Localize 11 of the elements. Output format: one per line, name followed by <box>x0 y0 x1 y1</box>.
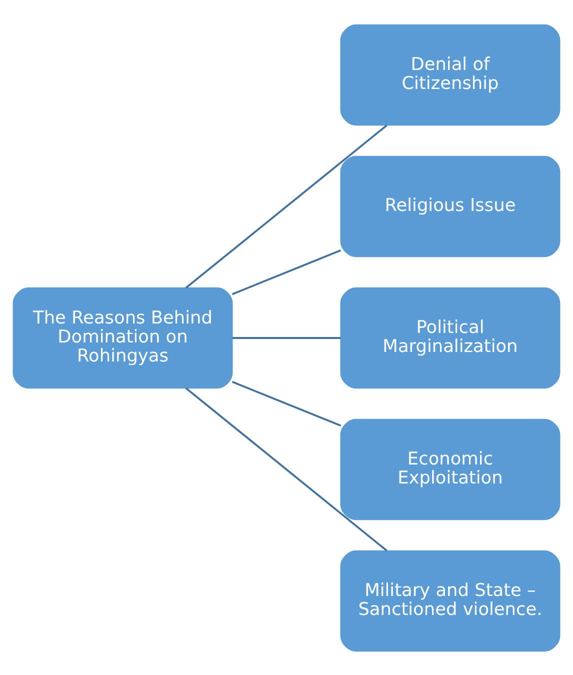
node-box: Religious Issue <box>340 155 560 257</box>
connector <box>185 124 388 288</box>
node-box: Military and State – Sanctioned violence. <box>340 550 560 652</box>
connector <box>185 386 388 551</box>
connector <box>232 380 342 426</box>
node-box: Political Marginalization <box>340 286 560 388</box>
connector <box>232 336 341 338</box>
node-box: Denial of Citizenship <box>340 24 560 126</box>
node-box: Economic Exploitation <box>340 418 560 520</box>
node-box: The Reasons Behind Domination on Rohingyas <box>12 286 233 388</box>
connector <box>232 248 342 295</box>
